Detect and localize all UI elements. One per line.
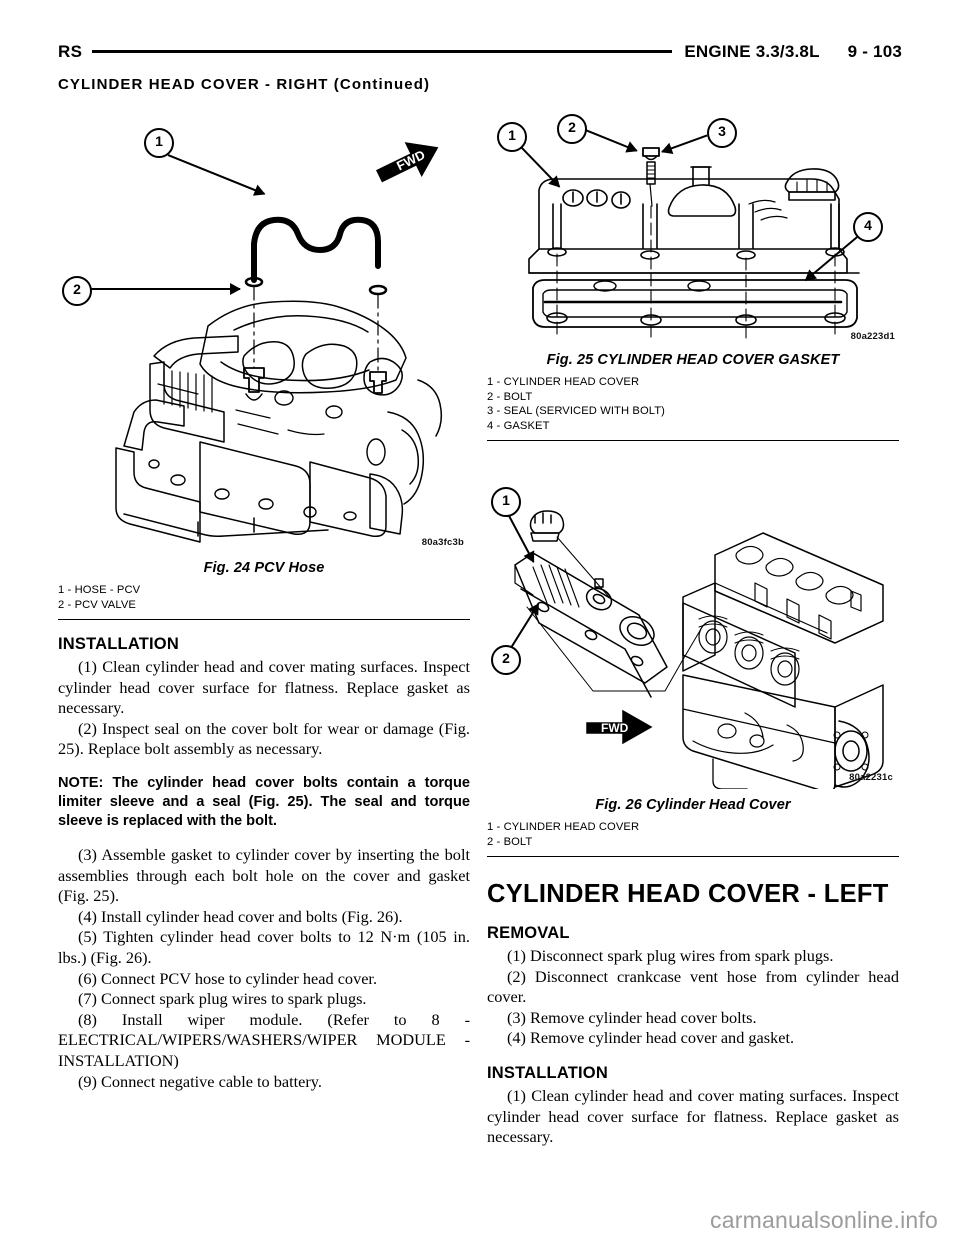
figure-24: FWD 1 2 80a3fc3b Fig. 24 PCV Hose 1 - HO… <box>58 112 470 620</box>
callout-2: 2 <box>491 645 521 675</box>
install-step-2: (2) Inspect seal on the cover bolt for w… <box>58 718 470 759</box>
install-step-1: (1) Clean cylinder head and cover mating… <box>58 657 470 718</box>
install-step-1: (1) Clean cylinder head and cover mating… <box>487 1085 899 1147</box>
engine-pcv-hose-illustration <box>115 216 443 543</box>
callout-3: 3 <box>707 118 737 148</box>
callout-2: 2 <box>62 276 92 306</box>
removal-heading: REMOVAL <box>487 924 570 942</box>
install-step-5: (5) Tighten cylinder head cover bolts to… <box>58 927 470 967</box>
callout-2: 2 <box>557 114 587 144</box>
install-step-4: (4) Install cylinder head cover and bolt… <box>78 906 403 926</box>
manual-code: RS <box>58 42 83 61</box>
fwd-arrow-icon: FWD <box>376 142 439 183</box>
cylinder-head-cover-left-heading: CYLINDER HEAD COVER - LEFT <box>487 880 889 908</box>
callout-1: 1 <box>497 122 527 152</box>
cylinder-head-cover-engine-illustration <box>514 510 884 789</box>
callout-1: 1 <box>144 128 174 158</box>
figure-24-image-code: 80a3fc3b <box>421 537 464 548</box>
install-step-9: (9) Connect negative cable to battery. <box>78 1071 322 1091</box>
figure-24-separator <box>58 619 470 620</box>
figure-26-separator <box>487 856 899 857</box>
legend-item: 1 - CYLINDER HEAD COVER <box>487 821 640 833</box>
removal-step-2: (2) Disconnect crankcase vent hose from … <box>487 966 899 1007</box>
figure-26-legend: 1 - CYLINDER HEAD COVER 2 - BOLT <box>487 820 899 849</box>
figure-25-artwork: 1 2 3 4 80a223d1 <box>487 112 899 344</box>
figure-25: 1 2 3 4 80a223d1 Fig. 25 CYLINDER HEAD C… <box>487 112 899 441</box>
section-title: ENGINE 3.3/3.8L <box>684 42 820 61</box>
svg-text:FWD: FWD <box>601 721 629 735</box>
figure-26-image-code: 80a2231c <box>849 772 893 783</box>
removal-step-3: (3) Remove cylinder head cover bolts. <box>507 1007 757 1027</box>
running-title: CYLINDER HEAD COVER - RIGHT (Continued) <box>58 76 431 93</box>
installation-heading: INSTALLATION <box>58 635 179 653</box>
legend-item: 2 - BOLT <box>487 835 533 848</box>
legend-item: 2 - PCV VALVE <box>58 598 136 611</box>
figure-25-caption: Fig. 25 CYLINDER HEAD COVER GASKET <box>546 352 840 368</box>
installation-heading: INSTALLATION <box>487 1063 608 1082</box>
figure-24-legend: 1 - HOSE - PCV 2 - PCV VALVE <box>58 583 470 612</box>
fwd-arrow-badge: FWD <box>370 130 446 192</box>
removal-step-4: (4) Remove cylinder head cover and gaske… <box>507 1028 795 1048</box>
left-column: FWD 1 2 80a3fc3b Fig. 24 PCV Hose 1 - HO… <box>58 112 470 1092</box>
right-column: 1 2 3 4 80a223d1 Fig. 25 CYLINDER HEAD C… <box>487 112 899 1148</box>
fwd-arrow-icon: FWD <box>586 709 653 745</box>
fwd-arrow-badge: FWD <box>583 703 657 751</box>
callout-1: 1 <box>491 487 521 517</box>
legend-item: 3 - SEAL (SERVICED WITH BOLT) <box>487 405 665 417</box>
callout-4: 4 <box>853 212 883 242</box>
figure-24-artwork: FWD 1 2 80a3fc3b <box>58 112 470 552</box>
legend-item: 2 - BOLT <box>487 390 533 403</box>
figure-26-artwork: FWD 1 2 80a2231c <box>487 459 899 789</box>
figure-26: FWD 1 2 80a2231c Fig. 26 Cylinder Head C… <box>487 459 899 857</box>
legend-item: 1 - CYLINDER HEAD COVER <box>487 376 640 388</box>
cylinder-head-cover-gasket-illustration <box>528 147 860 339</box>
site-watermark: carmanualsonline.info <box>710 1207 938 1233</box>
figure-25-separator <box>487 440 899 441</box>
install-step-7: (7) Connect spark plug wires to spark pl… <box>78 989 367 1009</box>
header-rule <box>92 49 673 53</box>
install-step-3: (3) Assemble gasket to cylinder cover by… <box>58 844 470 906</box>
page-number: 9 - 103 <box>847 42 902 61</box>
legend-item: 1 - HOSE - PCV <box>58 584 141 596</box>
figure-25-image-code: 80a223d1 <box>850 331 895 342</box>
install-step-8: (8) Install wiper module. (Refer to 8 - … <box>58 1009 470 1070</box>
legend-item: 4 - GASKET <box>487 419 550 432</box>
figure-24-caption: Fig. 24 PCV Hose <box>203 560 325 576</box>
figure-25-legend: 1 - CYLINDER HEAD COVER 2 - BOLT 3 - SEA… <box>487 375 899 433</box>
install-step-6: (6) Connect PCV hose to cylinder head co… <box>78 968 378 988</box>
page-header: RS ENGINE 3.3/3.8L 9 - 103 <box>58 40 902 70</box>
installation-note: NOTE: The cylinder head cover bolts cont… <box>58 774 470 829</box>
callout-2-leader <box>88 288 240 291</box>
figure-26-caption: Fig. 26 Cylinder Head Cover <box>595 797 791 813</box>
removal-step-1: (1) Disconnect spark plug wires from spa… <box>507 946 834 965</box>
